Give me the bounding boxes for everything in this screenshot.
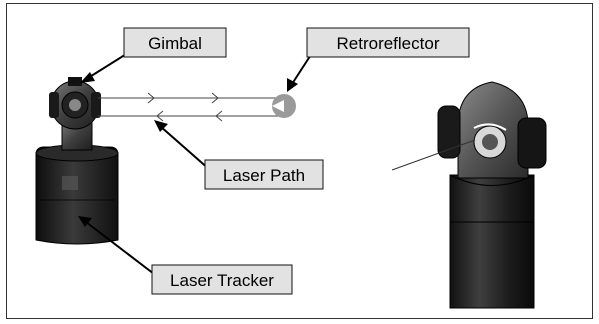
label-laser-tracker-text: Laser Tracker bbox=[170, 271, 274, 290]
label-retroreflector: Retroreflector bbox=[306, 27, 470, 58]
label-laser-path-text: Laser Path bbox=[223, 166, 305, 185]
label-retroreflector-text: Retroreflector bbox=[337, 34, 440, 53]
laser-tracker-closeup bbox=[391, 81, 547, 309]
label-laser-tracker: Laser Tracker bbox=[151, 264, 293, 295]
retroreflector-sphere bbox=[272, 94, 296, 118]
laser-tracker-small bbox=[35, 77, 119, 245]
laser-path-beam bbox=[98, 92, 282, 122]
label-gimbal-text: Gimbal bbox=[148, 34, 202, 53]
label-laser-path: Laser Path bbox=[204, 159, 324, 190]
callout-arrows bbox=[78, 49, 315, 278]
label-gimbal: Gimbal bbox=[123, 27, 227, 58]
